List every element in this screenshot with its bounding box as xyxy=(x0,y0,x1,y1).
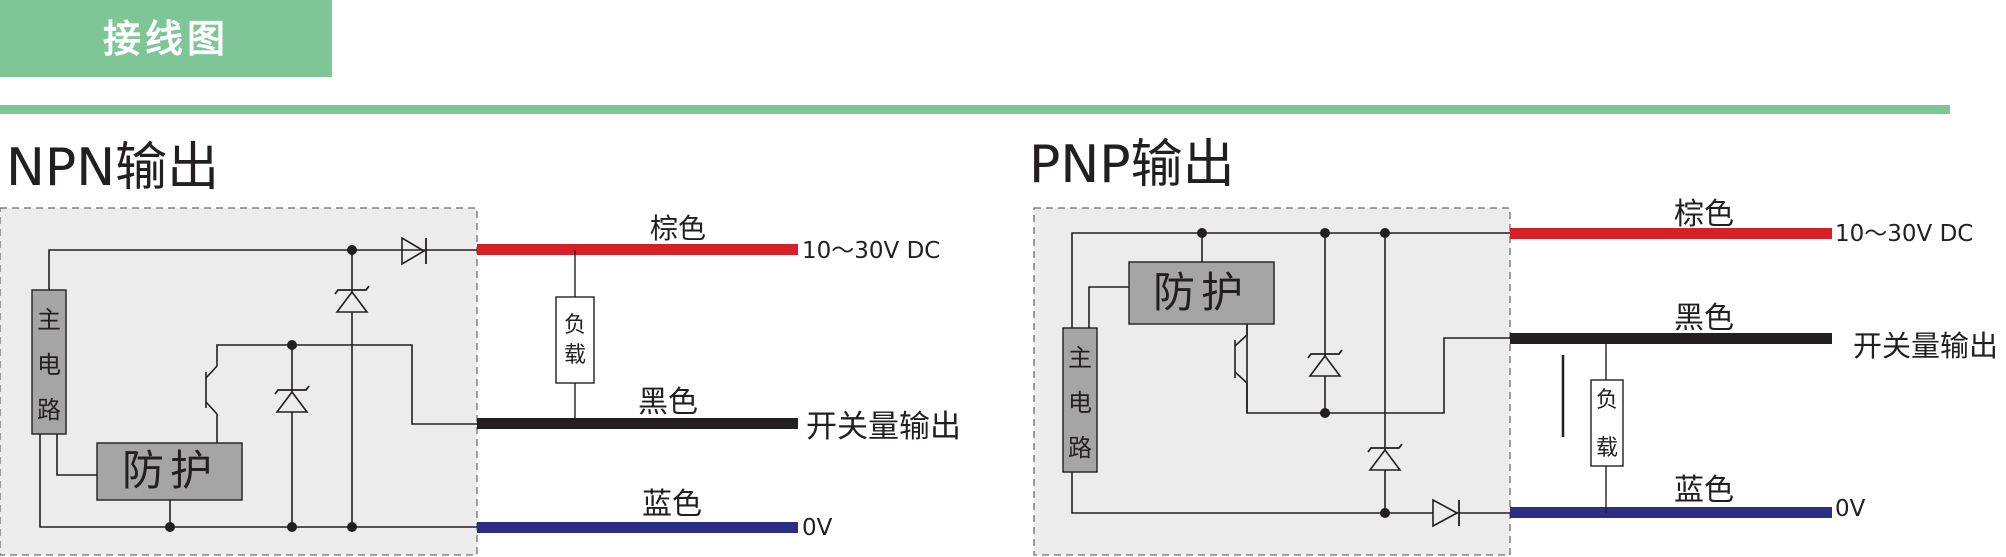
pnp-load-box xyxy=(1590,379,1624,467)
pnp-main-circuit-char-1: 主 xyxy=(1068,344,1092,372)
npn-zener-diode-1-symbol xyxy=(334,285,370,313)
pnp-main-circuit-char-3: 路 xyxy=(1068,434,1092,462)
npn-junction-dots xyxy=(165,245,357,532)
npn-load-box xyxy=(555,296,595,384)
pnp-diagram: PNP输出 xyxy=(1029,135,1998,556)
pnp-protection-box xyxy=(1128,261,1275,325)
npn-brown-wire xyxy=(477,244,798,255)
npn-main-circuit-char-2: 电 xyxy=(37,351,61,379)
pnp-black-wire-label: 黑色 xyxy=(1674,301,1734,336)
pnp-main-circuit-box xyxy=(1062,327,1098,473)
pnp-zener-diode-1-symbol xyxy=(1307,349,1343,377)
npn-black-wire-label: 黑色 xyxy=(638,385,698,420)
npn-heading: NPN输出 xyxy=(6,138,219,198)
pnp-heading: PNP输出 xyxy=(1029,135,1235,195)
pnp-main-circuit-char-2: 电 xyxy=(1068,389,1092,417)
npn-main-circuit-box xyxy=(31,289,67,435)
npn-ground-terminal-label: 0V xyxy=(802,515,833,541)
pnp-zener-diode-2-symbol xyxy=(1367,443,1403,471)
pnp-blue-wire xyxy=(1510,507,1832,518)
npn-main-circuit-char-3: 路 xyxy=(37,396,61,424)
page-title: 接线图 xyxy=(103,17,229,61)
pnp-brown-wire xyxy=(1510,228,1832,239)
npn-load-char-2: 载 xyxy=(564,343,586,368)
pnp-load-char-1: 负 xyxy=(1596,388,1618,413)
header-divider xyxy=(0,105,1950,114)
pnp-black-wire xyxy=(1510,333,1832,344)
npn-protection-box xyxy=(96,442,243,501)
pnp-load-char-2: 载 xyxy=(1596,436,1618,461)
pnp-brown-wire-label: 棕色 xyxy=(1674,197,1734,232)
npn-diode-symbol xyxy=(401,236,427,266)
npn-blue-wire xyxy=(477,522,798,533)
npn-sensor-panel xyxy=(0,207,478,556)
npn-brown-wire-label: 棕色 xyxy=(650,212,706,245)
npn-main-circuit-char-1: 主 xyxy=(37,306,61,334)
pnp-ground-terminal-label: 0V xyxy=(1835,496,1866,522)
pnp-protection-label: 防护 xyxy=(1153,268,1249,317)
npn-blue-wire-label: 蓝色 xyxy=(642,487,702,522)
pnp-internal-wiring xyxy=(1071,232,1510,514)
npn-load-char-1: 负 xyxy=(564,313,586,338)
npn-black-wire xyxy=(477,418,798,429)
npn-supply-terminal-label: 10～30V DC xyxy=(802,238,940,264)
pnp-junction-dots xyxy=(1197,228,1390,518)
npn-zener-diode-2-symbol xyxy=(274,385,310,413)
pnp-output-terminal-label: 开关量输出 xyxy=(1853,329,1998,363)
npn-output-terminal-label: 开关量输出 xyxy=(806,409,961,445)
pnp-supply-terminal-label: 10～30V DC xyxy=(1835,221,1973,247)
npn-diagram: NPN输出 xyxy=(0,138,961,556)
pnp-diode-symbol xyxy=(1432,498,1460,528)
npn-protection-label: 防护 xyxy=(122,446,218,495)
title-banner xyxy=(0,0,332,77)
pnp-blue-wire-label: 蓝色 xyxy=(1674,473,1734,508)
